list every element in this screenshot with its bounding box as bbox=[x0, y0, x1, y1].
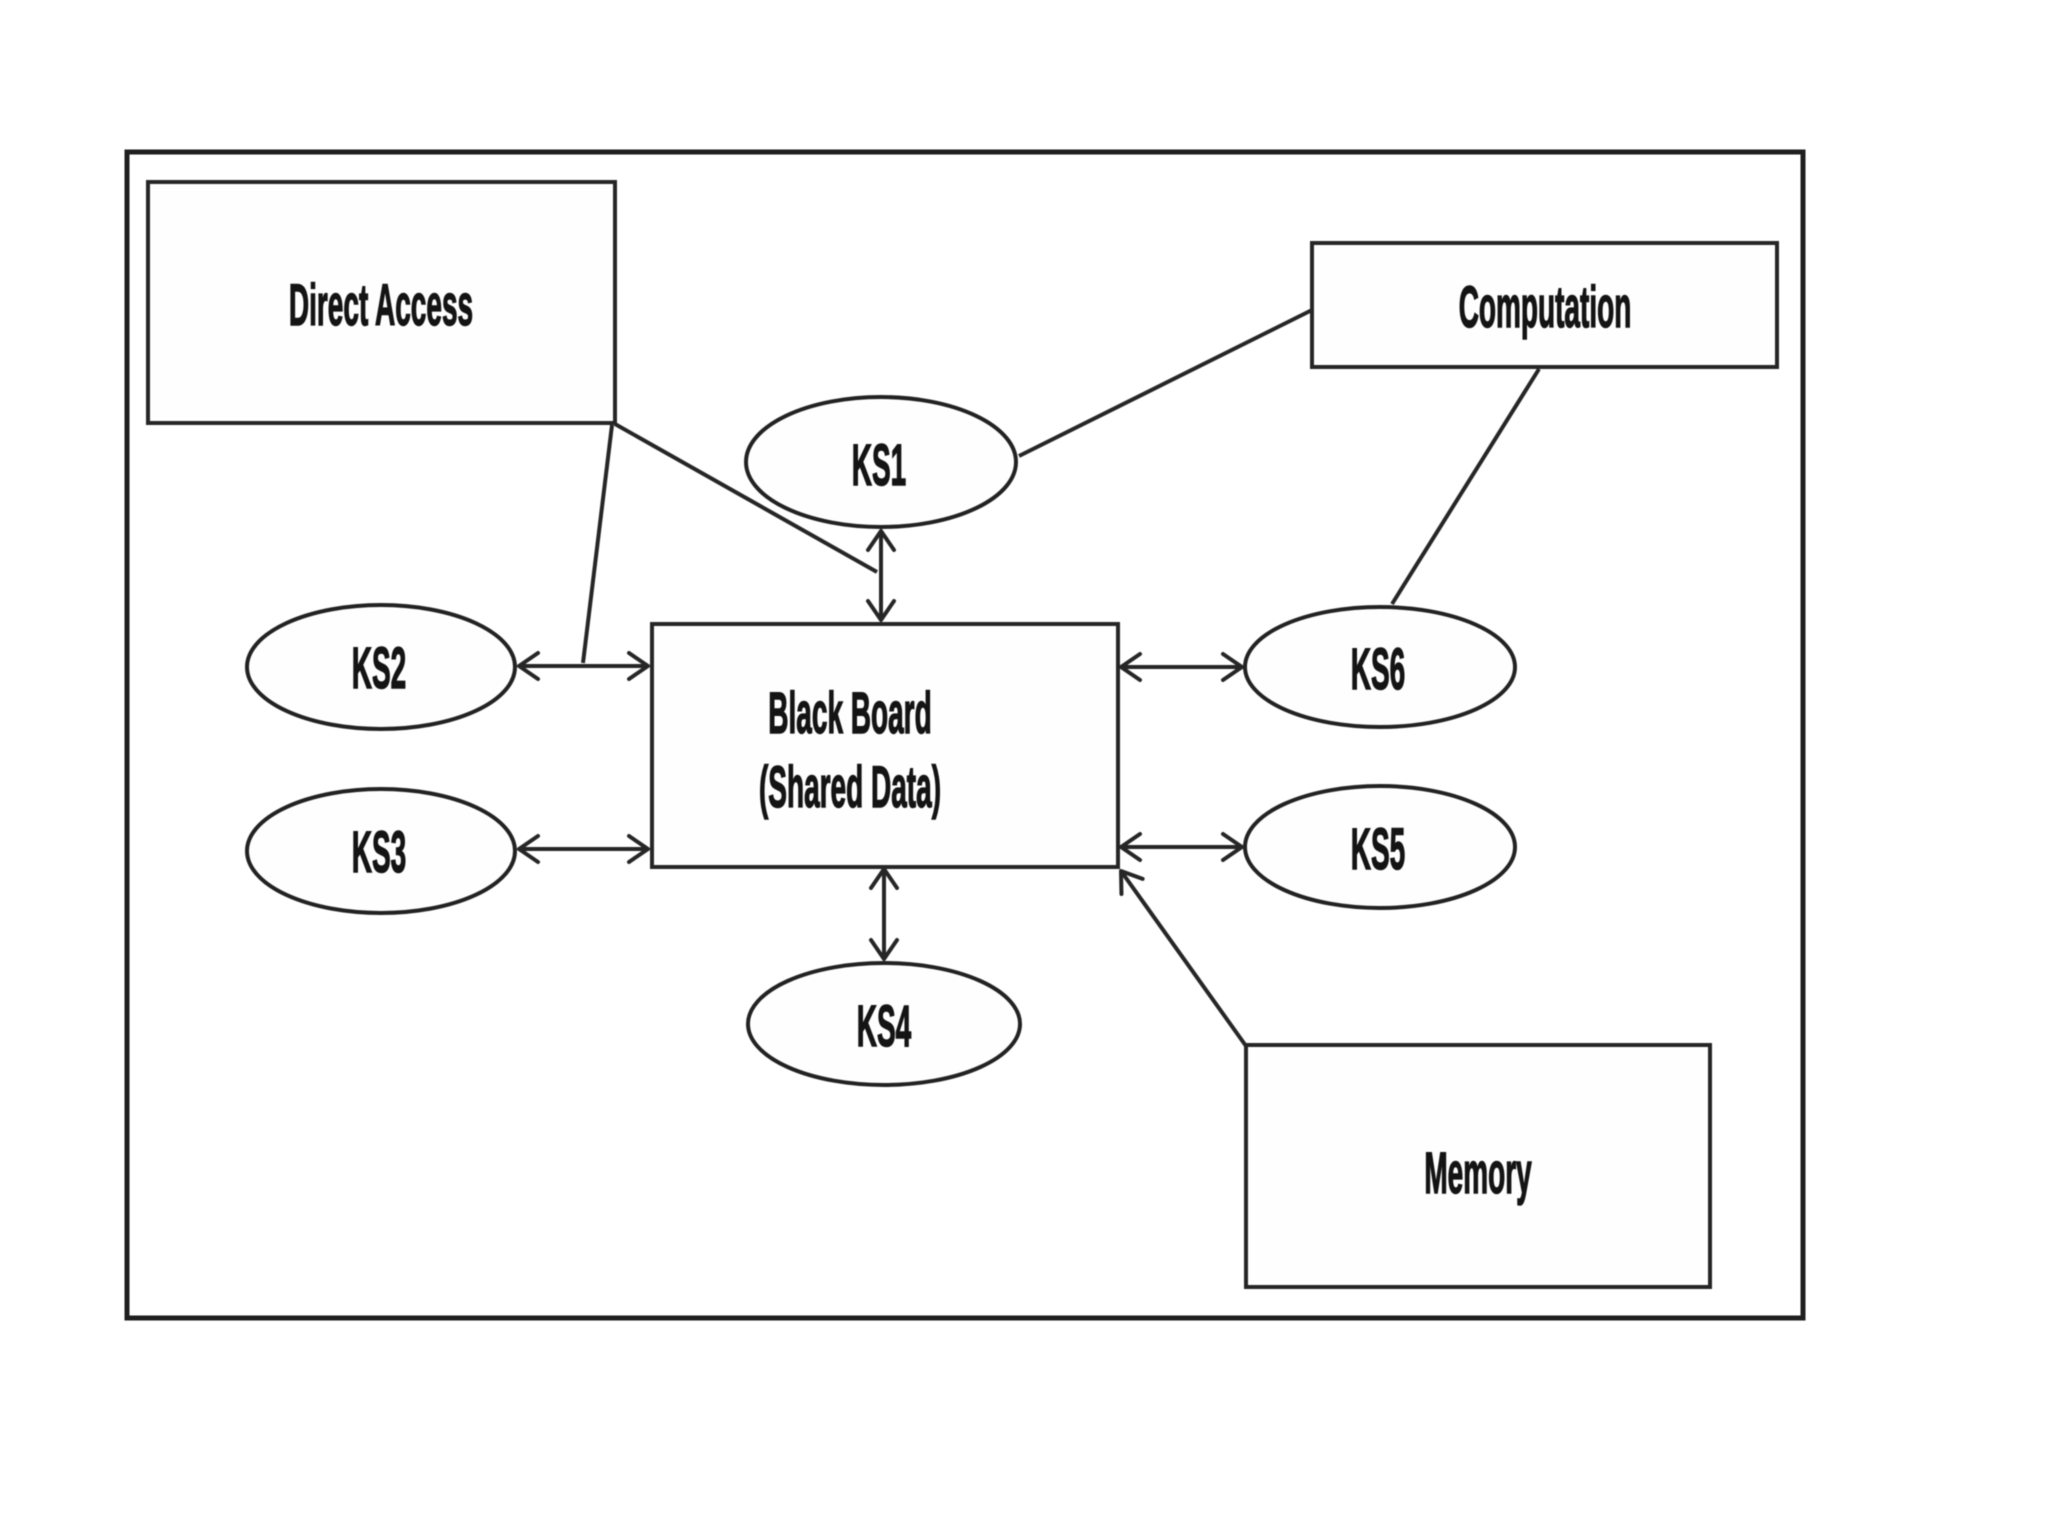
node-ks5: KS5 bbox=[1243, 784, 1517, 910]
ks1-label: KS1 bbox=[852, 431, 906, 497]
node-ks2: KS2 bbox=[245, 603, 517, 731]
memory-label: Memory bbox=[1424, 1139, 1532, 1205]
ks4-label: KS4 bbox=[857, 992, 912, 1058]
edge-memory-to-blackboard bbox=[1119, 869, 1248, 1048]
computation-box bbox=[1310, 241, 1779, 369]
ks1-ellipse bbox=[744, 395, 1018, 529]
ks2-label: KS2 bbox=[352, 634, 406, 700]
figure-border bbox=[124, 149, 1806, 1321]
edge-computation-to-ks1 bbox=[1018, 308, 1313, 458]
blackboard-box bbox=[650, 622, 1120, 869]
node-computation: Computation bbox=[1310, 241, 1779, 369]
node-ks3: KS3 bbox=[245, 787, 517, 915]
ks3-ellipse bbox=[245, 787, 517, 915]
ks6-ellipse bbox=[1243, 605, 1517, 729]
node-memory: Memory bbox=[1244, 1043, 1712, 1289]
node-ks6: KS6 bbox=[1243, 605, 1517, 729]
direct-access-label: Direct Access bbox=[289, 271, 473, 337]
ks2-ellipse bbox=[245, 603, 517, 731]
node-ks4: KS4 bbox=[746, 961, 1022, 1087]
ks6-label: KS6 bbox=[1351, 635, 1405, 701]
blackboard-label-line1: Black Board bbox=[768, 679, 931, 745]
computation-label: Computation bbox=[1459, 273, 1632, 339]
edge-direct-access-to-ks1-arrow bbox=[614, 422, 878, 574]
edge-computation-to-ks6 bbox=[1390, 367, 1541, 606]
ks4-ellipse bbox=[746, 961, 1022, 1087]
direct-access-box bbox=[146, 180, 617, 425]
node-ks1: KS1 bbox=[744, 395, 1018, 529]
node-blackboard: Black Board (Shared Data) bbox=[650, 622, 1120, 869]
ks5-ellipse bbox=[1243, 784, 1517, 910]
node-direct-access: Direct Access bbox=[146, 180, 617, 425]
ks3-label: KS3 bbox=[352, 818, 406, 884]
memory-box bbox=[1244, 1043, 1712, 1289]
ks5-label: KS5 bbox=[1351, 815, 1405, 881]
edge-direct-access-to-ks2-arrow bbox=[581, 424, 614, 664]
blackboard-label-line2: (Shared Data) bbox=[759, 753, 941, 819]
